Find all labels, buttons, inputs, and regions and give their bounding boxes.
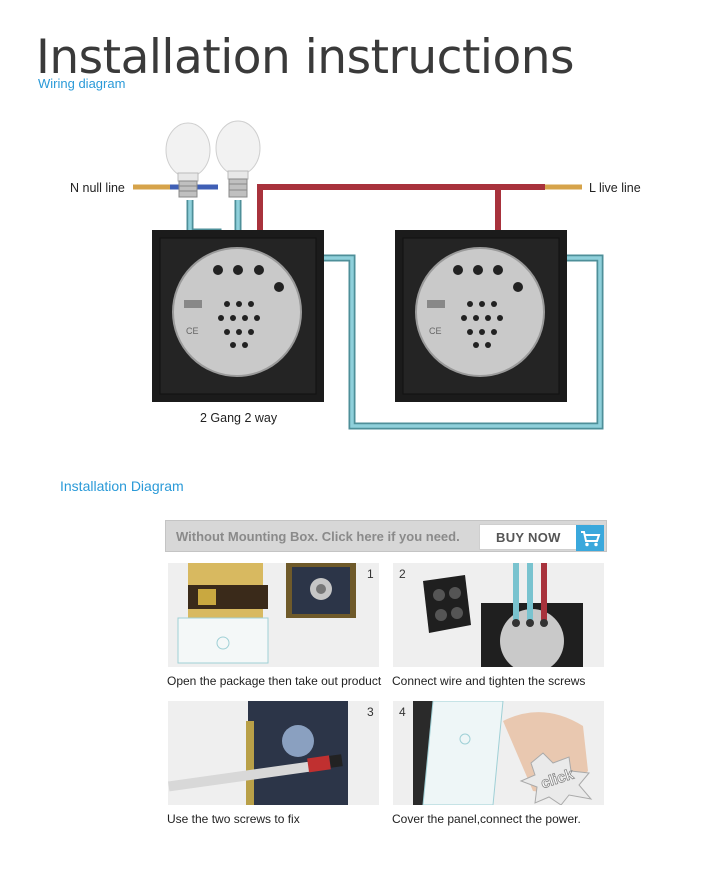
banner-text[interactable]: Without Mounting Box. Click here if you … xyxy=(176,529,460,544)
step-caption: Open the package then take out product xyxy=(167,674,382,688)
wiring-caption: 2 Gang 2 way xyxy=(200,411,278,425)
step-caption: Use the two screws to fix xyxy=(167,812,300,826)
step-number: 4 xyxy=(399,705,406,719)
left-switch-panel: CE xyxy=(152,230,324,402)
step-number: 2 xyxy=(399,567,406,581)
wiring-diagram: N null line L live line xyxy=(70,120,641,430)
light-bulb-icon xyxy=(165,122,211,198)
step-2-image: 2 xyxy=(393,563,604,667)
svg-text:CE: CE xyxy=(429,326,442,336)
step-number: 1 xyxy=(367,567,374,581)
step-caption: Cover the panel,connect the power. xyxy=(392,812,581,826)
step-4-image: click 4 xyxy=(393,701,604,805)
buy-now-button[interactable]: BUY NOW xyxy=(479,524,604,551)
step-3-image: 3 xyxy=(168,701,379,805)
svg-text:CE: CE xyxy=(186,326,199,336)
mounting-box-banner[interactable]: Without Mounting Box. Click here if you … xyxy=(165,520,607,552)
wiring-diagram-subtitle: Wiring diagram xyxy=(38,76,126,91)
shopping-cart-icon[interactable] xyxy=(576,525,604,551)
right-switch-panel: CE xyxy=(395,230,567,402)
installation-diagram-subtitle: Installation Diagram xyxy=(60,478,184,494)
step-caption: Connect wire and tighten the screws xyxy=(392,674,586,688)
page-title: Installation instructions xyxy=(36,30,574,85)
live-line-label: L live line xyxy=(589,181,641,195)
step-number: 3 xyxy=(367,705,374,719)
null-line-label: N null line xyxy=(70,181,125,195)
step-1-image: 1 xyxy=(168,563,379,667)
light-bulb-icon xyxy=(215,120,261,198)
buy-now-label[interactable]: BUY NOW xyxy=(496,530,561,545)
